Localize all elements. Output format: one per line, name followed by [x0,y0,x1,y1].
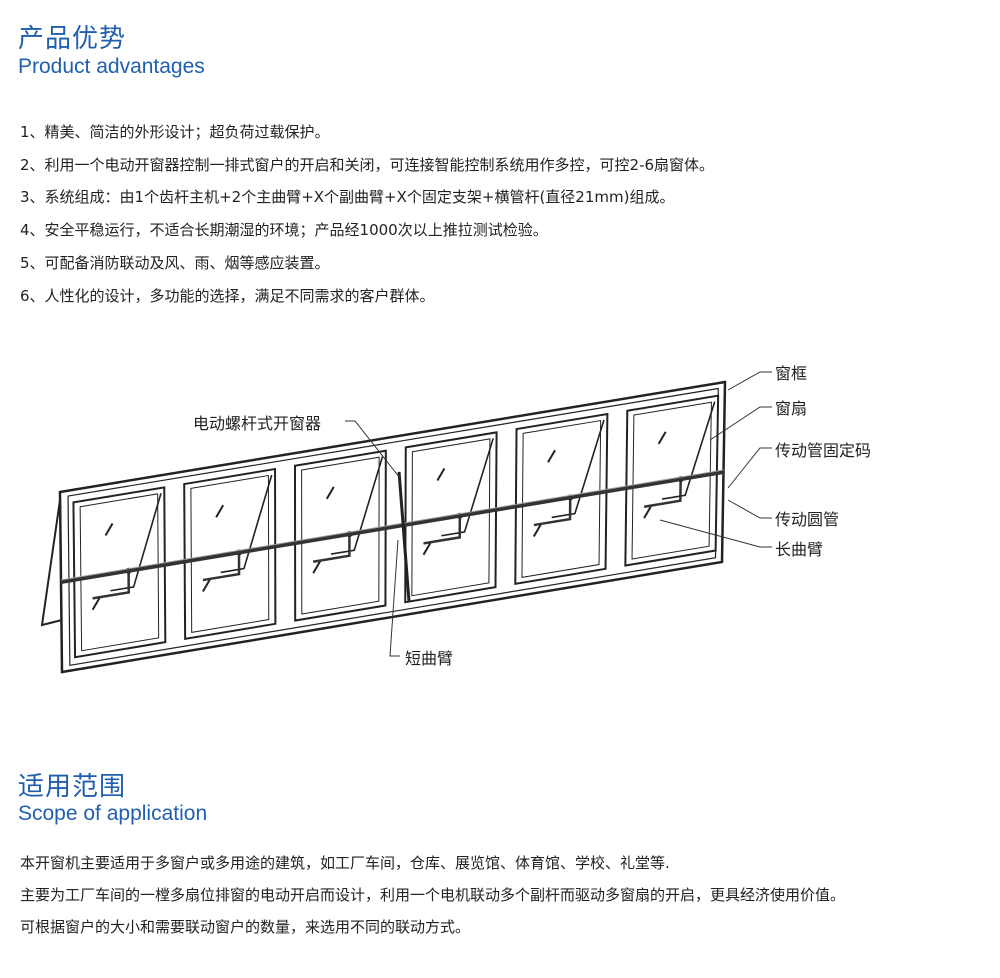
window-frame-inner [67,387,719,666]
window-pane-inner [411,438,491,597]
window-sash [110,493,162,592]
scope-item: 本开窗机主要适用于多窗户或多用途的建筑，如工厂车间，仓库、展览馆、体育馆、学校、… [20,854,670,872]
leader-short-arm [389,539,400,657]
glass-mark [436,468,446,482]
window-sash [220,474,273,574]
curved-arm [643,479,682,508]
window-pane-inner [521,419,602,578]
leader-tube [727,499,772,519]
advantages-title-cn: 产品优势 [18,24,127,54]
label-short-arm: 短曲臂 [405,649,454,668]
glass-mark [215,504,225,518]
window-pane-inner [631,401,712,560]
leader-frame [727,371,772,391]
window-pane-inner [79,493,160,652]
scope-title-en: Scope of application [18,802,208,825]
label-opener: 电动螺杆式开窗器 [193,414,322,433]
glass-mark [325,486,335,500]
leader-long-arm [659,519,772,548]
window-pane-inner [190,474,270,633]
glass-mark [202,578,211,592]
window-pane [624,394,720,567]
curved-arm [533,497,572,527]
advantages-title-en: Product advantages [18,55,205,78]
transmission-tube [60,470,724,584]
screw-opener [397,471,411,603]
advantage-item: 5、可配备消防联动及风、雨、烟等感应装置。 [20,254,330,272]
label-sash: 窗扇 [775,399,808,418]
glass-mark [422,542,432,556]
scope-title-cn: 适用范围 [18,772,127,802]
leader-tube-clamp [727,447,772,489]
label-tube-clamp: 传动管固定码 [775,441,872,460]
curved-arm [92,570,131,600]
glass-mark [91,597,101,611]
leader-opener [345,420,401,479]
label-long-arm: 长曲臂 [775,540,824,559]
label-tube: 传动圆管 [775,510,840,529]
curved-arm [423,515,462,545]
glass-mark [643,505,652,519]
curved-arm [202,552,241,582]
window-pane [514,412,609,586]
scope-item: 主要为工厂车间的一樘多扇位排窗的电动开启而设计，利用一个电机联动多个副杆而驱动多… [20,886,846,904]
curved-arm [312,534,351,563]
window-sash [330,456,384,555]
advantage-item: 1、精美、简洁的外形设计；超负荷过载保护。 [20,123,330,141]
transmission-tube-highlight [60,469,724,581]
window-opener-diagram [40,371,772,674]
glass-mark [657,431,667,445]
window-pane [72,486,167,659]
label-frame: 窗框 [775,364,808,383]
glass-mark [547,449,556,463]
window-sash [551,419,605,519]
advantage-item: 2、利用一个电动开窗器控制一排式窗户的开启和关闭，可连接智能控制系统用作多控，可… [20,156,715,174]
window-frame [58,380,727,674]
advantage-item: 4、安全平稳运行，不适合长期潮湿的环境；产品经1000次以上推拉测试检验。 [20,221,548,239]
left-sash-edge [40,499,63,627]
leader-sash [709,406,772,441]
window-pane [183,467,277,641]
window-sash [441,438,494,537]
glass-mark [532,523,542,537]
advantage-item: 6、人性化的设计，多功能的选择，满足不同需求的客户群体。 [20,287,435,305]
advantage-item: 3、系统组成：由1个齿杆主机+2个主曲臂+X个副曲臂+X个固定支架+横管杆(直径… [20,188,675,206]
glass-mark [312,560,322,574]
glass-mark [104,523,114,537]
window-sash [661,401,716,500]
window-pane [293,449,387,622]
window-pane-inner [301,456,380,615]
scope-item: 可根据窗户的大小和需要联动窗户的数量，来选用不同的联动方式。 [20,918,471,936]
